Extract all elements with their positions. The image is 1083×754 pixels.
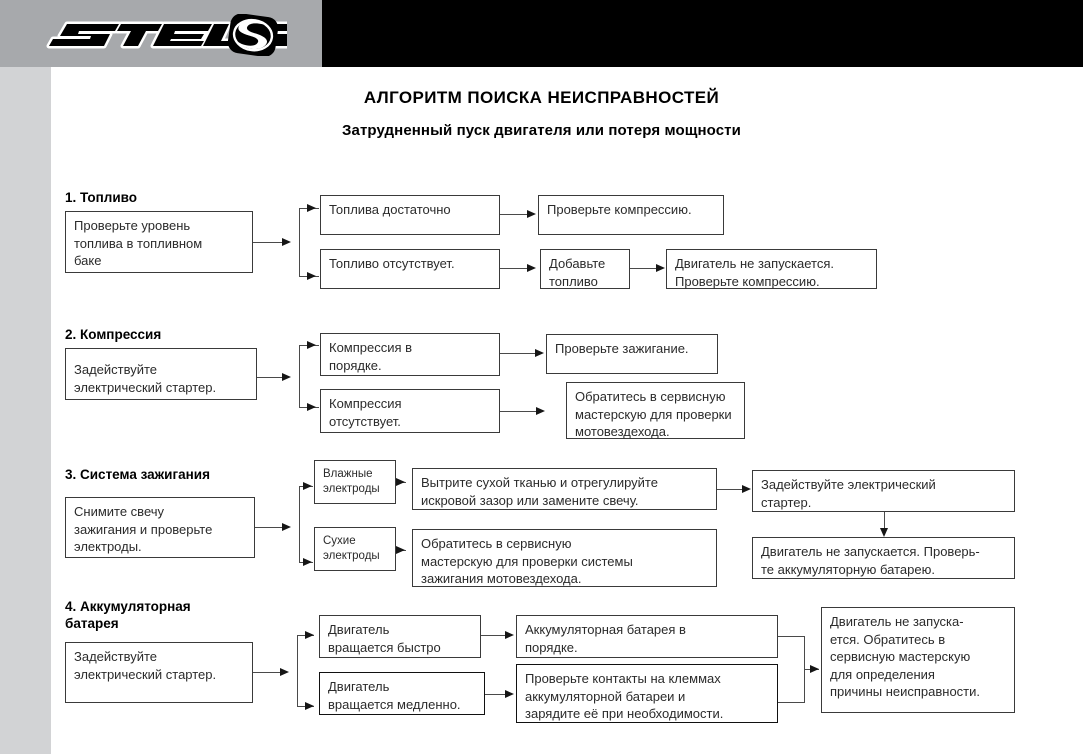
box-engine-not-start-1: Двигатель не запускается. Проверьте комп… <box>666 249 877 289</box>
page-title: АЛГОРИТМ ПОИСКА НЕИСПРАВНОСТЕЙ <box>363 88 720 107</box>
section-label-compression: 2. Компрессия <box>65 327 162 342</box>
page-header <box>0 0 1083 67</box>
box-engine-not-start-3: Двигатель не запуска- ется. Обратитесь в… <box>821 607 1015 713</box>
stels-logo-icon <box>22 14 287 56</box>
box-engine-turns-fast: Двигатель вращается быстро <box>319 615 481 658</box>
arrow-icon <box>396 546 405 554</box>
box-compression-ok: Компрессия в порядке. <box>320 333 500 376</box>
arrow-icon <box>536 407 545 415</box>
box-fuel-sufficient: Топлива достаточно <box>320 195 500 235</box>
arrow-icon <box>307 341 316 349</box>
arrow-icon <box>527 210 536 218</box>
header-black-band <box>322 0 1083 67</box>
section-label-battery: 4. Аккумуляторная батарея <box>65 599 191 631</box>
arrow-icon <box>742 485 751 493</box>
connector-line <box>500 353 535 354</box>
connector-line <box>299 208 300 277</box>
connector-line <box>778 702 804 703</box>
connector-line <box>778 636 804 637</box>
box-check-fuel-level: Проверьте уровень топлива в топливном ба… <box>65 211 253 273</box>
arrow-icon <box>505 690 514 698</box>
connector-line <box>299 486 300 563</box>
arrow-icon <box>305 702 314 710</box>
box-check-compression-1: Проверьте компрессию. <box>538 195 724 235</box>
connector-line <box>253 242 282 243</box>
connector-line <box>485 694 505 695</box>
box-engage-starter-3: Задействуйте электрический стартер. <box>752 470 1015 512</box>
connector-line <box>500 268 527 269</box>
box-compression-absent: Компрессия отсутствует. <box>320 389 500 433</box>
connector-line <box>297 635 298 707</box>
box-dry-electrodes: Сухие электроды <box>314 527 396 571</box>
arrow-icon <box>303 482 312 490</box>
box-engage-starter-4: Задействуйте электрический стартер. <box>65 642 253 703</box>
arrow-icon <box>307 403 316 411</box>
arrow-icon <box>880 528 888 537</box>
connector-line <box>299 345 300 408</box>
arrow-icon <box>656 264 665 272</box>
box-battery-ok: Аккумуляторная батарея в порядке. <box>516 615 778 658</box>
arrow-icon <box>396 478 405 486</box>
connector-line <box>500 214 527 215</box>
arrow-icon <box>307 204 316 212</box>
arrow-icon <box>527 264 536 272</box>
arrow-icon <box>810 665 819 673</box>
connector-line <box>884 512 885 532</box>
arrow-icon <box>535 349 544 357</box>
box-engine-not-start-2: Двигатель не запускается. Проверь- те ак… <box>752 537 1015 579</box>
box-check-terminals: Проверьте контакты на клеммах аккумулято… <box>516 664 778 723</box>
arrow-icon <box>505 631 514 639</box>
box-contact-service-2: Обратитесь в сервисную мастерскую для пр… <box>412 529 717 587</box>
arrow-icon <box>303 558 312 566</box>
arrow-icon <box>307 272 316 280</box>
section-label-fuel: 1. Топливо <box>65 190 138 205</box>
page-subtitle: Затрудненный пуск двигателя или потеря м… <box>342 122 741 139</box>
arrow-icon <box>280 668 289 676</box>
box-fuel-absent: Топливо отсутствует. <box>320 249 500 289</box>
connector-line <box>630 268 656 269</box>
arrow-icon <box>282 523 291 531</box>
box-engage-starter-1: Задействуйте электрический стартер. <box>65 348 257 400</box>
connector-line <box>253 672 280 673</box>
arrow-icon <box>305 631 314 639</box>
connector-line <box>717 489 742 490</box>
box-wipe-dry-cloth: Вытрите сухой тканью и отрегулируйте иск… <box>412 468 717 510</box>
arrow-icon <box>282 373 291 381</box>
connector-line <box>257 377 282 378</box>
box-remove-spark-plug: Снимите свечу зажигания и проверьте элек… <box>65 497 255 558</box>
box-wet-electrodes: Влажные электроды <box>314 460 396 504</box>
section-label-ignition: 3. Система зажигания <box>65 467 210 482</box>
box-check-ignition: Проверьте зажигание. <box>546 334 718 374</box>
box-add-fuel: Добавьте топливо <box>540 249 630 289</box>
left-margin-strip <box>0 67 51 754</box>
connector-line <box>255 527 282 528</box>
arrow-icon <box>282 238 291 246</box>
connector-line <box>481 635 505 636</box>
box-contact-service-1: Обратитесь в сервисную мастерскую для пр… <box>566 382 745 439</box>
box-engine-turns-slow: Двигатель вращается медленно. <box>319 672 485 715</box>
connector-line <box>500 411 536 412</box>
